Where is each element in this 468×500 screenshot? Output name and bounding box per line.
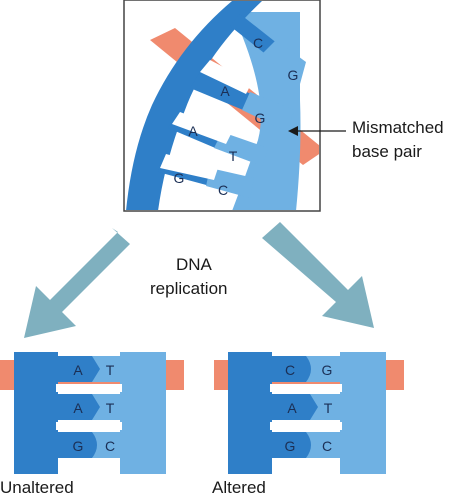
process-label-line2: replication (150, 279, 228, 298)
rung-1-left (230, 14, 278, 56)
right-pair-3-left: G (285, 438, 296, 454)
rung-1-right (262, 40, 306, 84)
right-result-duplex: C G A T G C (214, 352, 404, 474)
callout-arrowhead (288, 126, 298, 136)
left-rung-1-pair (92, 356, 122, 382)
process-label-line1: DNA (176, 255, 212, 274)
left-pair-3-right: C (105, 438, 115, 454)
right-pair-2-right: T (324, 400, 333, 416)
right-result-label: Altered (212, 478, 266, 497)
left-pair-1-left: A (73, 362, 83, 378)
right-rung-2-pair (310, 394, 342, 420)
base-g-bottom: G (174, 170, 185, 186)
arrow-left (24, 228, 130, 338)
right-pair-2-left: A (287, 400, 297, 416)
rung-2-left (190, 72, 256, 112)
left-gap-2 (56, 422, 122, 430)
left-rung-3-pair (92, 432, 122, 458)
left-pair-2-left: A (73, 400, 83, 416)
base-t-lower: T (229, 148, 238, 164)
left-result-label: Unaltered (0, 478, 74, 497)
left-result-duplex: A T A T G C (0, 352, 184, 474)
base-g-mismatch: G (255, 110, 266, 126)
gap-2 (172, 112, 232, 144)
right-gap-2 (270, 422, 342, 430)
left-pair-3-left: G (73, 438, 84, 454)
left-pair-2-right: T (106, 400, 115, 416)
left-rung-2-pair (92, 394, 122, 420)
rung-2-right (242, 92, 294, 132)
base-g-top: G (288, 67, 299, 83)
base-a-lower: A (188, 123, 198, 139)
base-c-bottom: C (218, 182, 228, 198)
base-c-top: C (253, 35, 263, 51)
right-pair-1-right: G (322, 362, 333, 378)
right-dark-strand (228, 352, 272, 474)
right-rung-3-pair (306, 432, 342, 458)
right-gap-1 (270, 384, 342, 392)
left-gap-1 (56, 384, 122, 392)
gap-1 (200, 60, 252, 94)
right-pair-1-left: C (285, 362, 295, 378)
arrow-right (262, 222, 374, 328)
right-rung-1-pair (306, 356, 342, 382)
right-light-strand (340, 352, 386, 474)
top-panel: C G A G A T G C (123, 0, 346, 212)
callout-label-line2: base pair (352, 142, 422, 161)
left-light-strand (120, 352, 166, 474)
left-dark-strand (14, 352, 58, 474)
dark-strand-left (126, 1, 262, 210)
rung-4-right (206, 168, 254, 198)
callout-label-line1: Mismatched (352, 118, 444, 137)
base-a-mismatch: A (220, 83, 230, 99)
replication-arrows (24, 222, 374, 338)
right-pair-3-right: C (322, 438, 332, 454)
left-pair-1-right: T (106, 362, 115, 378)
gap-3 (160, 154, 218, 180)
